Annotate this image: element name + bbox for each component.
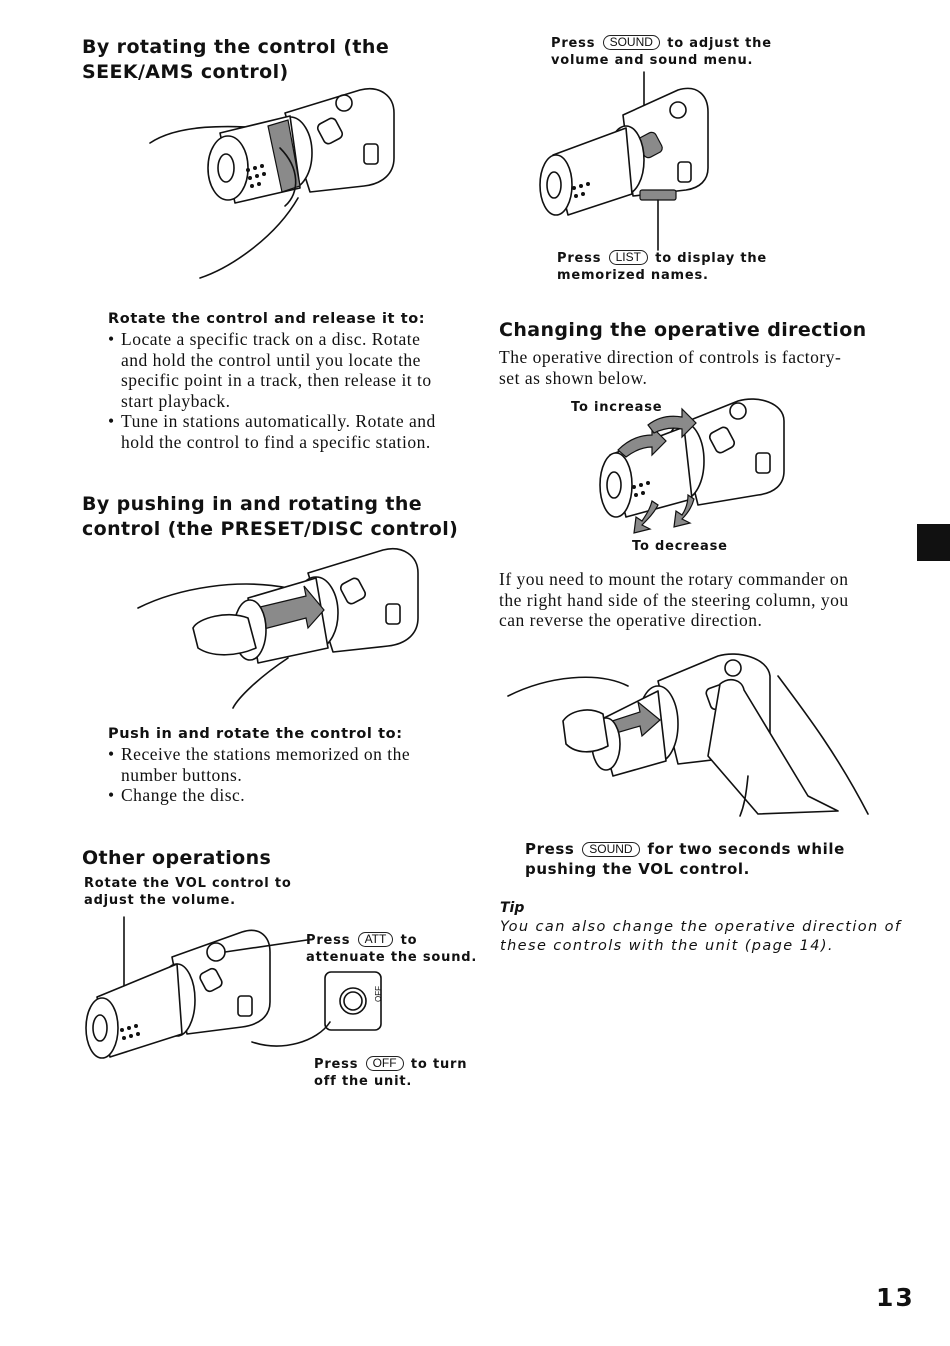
list-key: LIST: [608, 250, 648, 265]
page-number: 13: [876, 1283, 915, 1312]
list-item: Locate a specific track on a disc. Rotat…: [108, 329, 478, 411]
rotate-control-illustration: [149, 88, 395, 279]
tip-text: You can also change the operative direct…: [500, 919, 902, 954]
list-item: Receive the stations memorized on the nu…: [108, 744, 478, 785]
list-item: Tune in stations automatically. Rotate a…: [108, 411, 478, 452]
other-operations-illustration: OFF: [85, 916, 383, 1059]
section-tab-marker: [917, 524, 950, 561]
off-button-label: OFF: [374, 986, 383, 1002]
press-sound-caption: Press SOUND for two seconds while pushin…: [525, 840, 845, 878]
preset-heading: By pushing in and rotating the control (…: [82, 493, 459, 540]
off-key: OFF: [365, 1056, 404, 1071]
other-operations-heading: Other operations: [82, 847, 272, 869]
direction-intro: The operative direction of controls is f…: [499, 347, 842, 388]
vol-caption: Rotate the VOL control to adjust the vol…: [84, 876, 292, 908]
att-key: ATT: [357, 932, 394, 947]
to-decrease-label: To decrease: [632, 539, 728, 554]
push-rotate-illustration: [137, 548, 419, 709]
seek-subheading: Rotate the control and release it to:: [108, 311, 426, 327]
list-item: Change the disc.: [108, 785, 478, 806]
tip-label: Tip: [500, 900, 525, 916]
list-caption: Press LIST to display the memorized name…: [557, 250, 768, 283]
att-caption: Press ATT to attenuate the sound.: [306, 932, 478, 965]
off-caption: Press OFF to turn off the unit.: [314, 1056, 468, 1089]
preset-subheading: Push in and rotate the control to:: [108, 726, 403, 742]
sound-caption: Press SOUND to adjust the volume and sou…: [551, 35, 772, 68]
preset-bullet-list: Receive the stations memorized on the nu…: [108, 744, 478, 806]
press-sound-illustration: [507, 653, 869, 817]
reverse-direction-paragraph: If you need to mount the rotary commande…: [499, 569, 849, 630]
operative-direction-illustration: [599, 398, 785, 534]
sound-key: SOUND: [602, 35, 660, 50]
to-increase-label: To increase: [571, 400, 663, 415]
direction-heading: Changing the operative direction: [499, 319, 867, 341]
sound-list-illustration: [539, 71, 709, 251]
seek-heading: By rotating the control (the SEEK/AMS co…: [82, 36, 390, 83]
sound-key-2: SOUND: [582, 842, 640, 857]
seek-bullet-list: Locate a specific track on a disc. Rotat…: [108, 329, 478, 452]
